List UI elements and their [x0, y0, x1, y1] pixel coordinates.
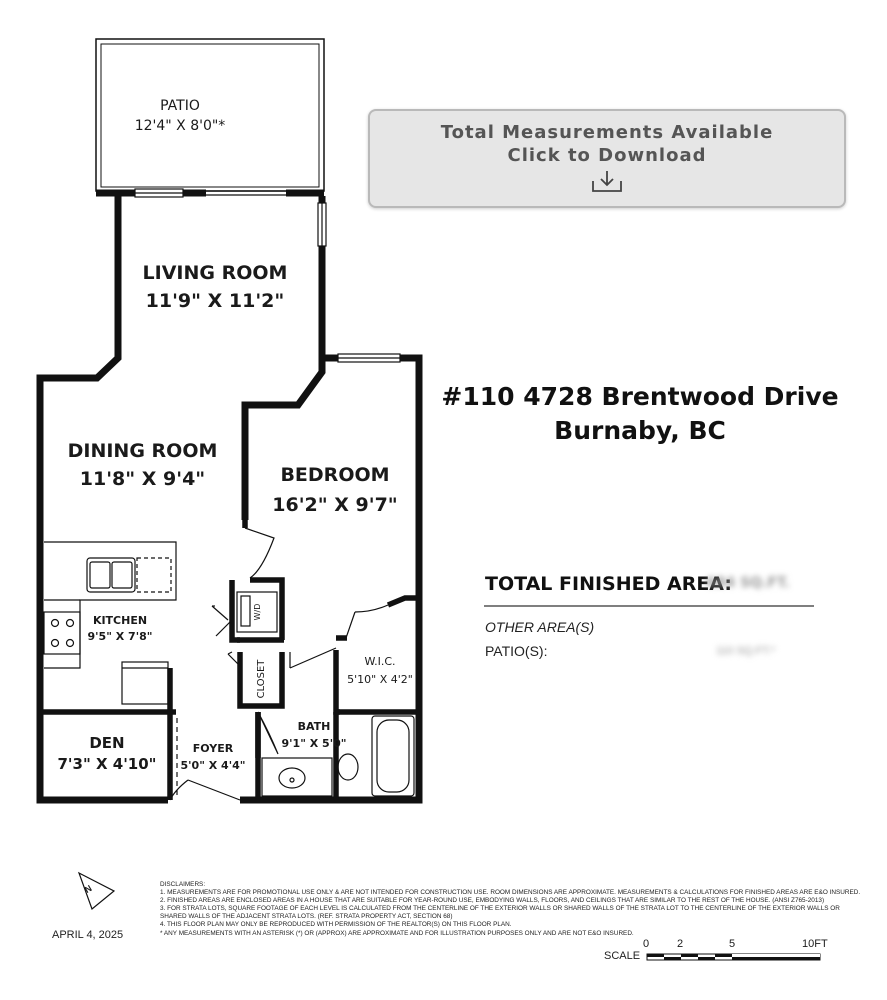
room-living-dims: 11'9" X 11'2" [145, 290, 285, 312]
room-bath-dims: 9'1" X 5'0" [281, 737, 347, 750]
room-kitchen-name: KITCHEN [92, 614, 148, 627]
room-foyer-name: FOYER [192, 742, 234, 755]
scale-tick: 5 [729, 938, 736, 950]
room-bedroom: BEDROOM 16'2" X 9'7" [260, 460, 410, 520]
bath-fixtures [261, 715, 415, 797]
download-icon [592, 171, 622, 192]
room-den-name: DEN [89, 734, 125, 752]
den-opening [169, 718, 178, 798]
patio-area-value: 110 SQ.FT.* [716, 645, 776, 657]
room-foyer: FOYER 5'0" X 4'4" [178, 740, 248, 774]
download-line1: Total Measurements Available [440, 122, 774, 143]
disclaimer-item: 1. MEASUREMENTS ARE FOR PROMOTIONAL USE … [160, 889, 861, 897]
total-area-value: 684 SQ.FT. [706, 575, 790, 591]
north-arrow-icon [77, 871, 116, 911]
kitchen-counters [43, 541, 177, 705]
patio-area-label: PATIO(S): [485, 643, 548, 659]
disclaimer-title: DISCLAIMERS: [160, 881, 206, 888]
washer-dryer [236, 591, 278, 633]
scale-tick: 10FT [802, 938, 828, 950]
room-living-name: LIVING ROOM [142, 262, 288, 284]
doors [169, 527, 389, 801]
total-area-label: TOTAL FINISHED AREA: [485, 573, 732, 595]
windows [134, 188, 401, 363]
room-closet-name: CLOSET [256, 659, 267, 699]
room-wic: W.I.C. 5'10" X 4'2" [338, 653, 422, 689]
scale-label: SCALE [604, 950, 641, 962]
room-bedroom-dims: 16'2" X 9'7" [272, 494, 398, 516]
room-den-dims: 7'3" X 4'10" [57, 755, 157, 773]
disclaimer-item: SHARED WALLS OF THE ADJACENT STRATA LOTS… [160, 913, 453, 921]
download-measurements-button[interactable]: Total Measurements Available Click to Do… [368, 109, 846, 208]
disclaimer-item: 3. FOR STRATA LOTS, SQUARE FOOTAGE OF EA… [160, 905, 840, 913]
room-foyer-dims: 5'0" X 4'4" [180, 759, 246, 772]
disclaimer-item: 4. THIS FLOOR PLAN MAY ONLY BE REPRODUCE… [160, 921, 512, 929]
address-line2: Burnaby, BC [554, 416, 726, 445]
room-dining-dims: 11'8" X 9'4" [79, 468, 206, 490]
washer-dryer-label: W/D [253, 603, 262, 621]
room-patio-dims: 12'4" X 8'0"* [134, 118, 226, 134]
room-dining-name: DINING ROOM [67, 440, 218, 462]
room-wic-name: W.I.C. [364, 655, 396, 668]
disclaimer-item: * ANY MEASUREMENTS WITH AN ASTERISK (*) … [160, 929, 634, 937]
scale-bar [646, 953, 821, 961]
room-wic-dims: 5'10" X 4'2" [347, 673, 413, 686]
disclaimers: DISCLAIMERS: 1. MEASUREMENTS ARE FOR PRO… [160, 881, 861, 938]
room-kitchen-dims: 9'5" X 7'8" [87, 630, 153, 643]
other-areas-label: OTHER AREA(S) [485, 619, 595, 635]
room-den: DEN 7'3" X 4'10" [52, 733, 162, 775]
room-patio-name: PATIO [160, 98, 200, 114]
room-living: LIVING ROOM 11'9" X 11'2" [130, 259, 300, 315]
sliding-door [206, 190, 286, 196]
room-kitchen: KITCHEN 9'5" X 7'8" [80, 613, 160, 645]
scale-tick: 0 [643, 938, 650, 950]
scale-tick: 2 [677, 938, 684, 950]
address-line1: #110 4728 Brentwood Drive [441, 382, 839, 411]
room-bedroom-name: BEDROOM [280, 464, 390, 486]
interior-walls [40, 520, 419, 800]
download-line2: Click to Download [507, 145, 707, 166]
plan-date: APRIL 4, 2025 [52, 929, 124, 941]
room-bath-name: BATH [297, 720, 331, 733]
room-bath: BATH 9'1" X 5'0" [278, 718, 350, 752]
exterior-walls [36, 189, 423, 804]
disclaimer-item: 2. FINISHED AREAS ARE ENCLOSED AREAS IN … [160, 897, 825, 905]
room-patio: PATIO 12'4" X 8'0"* [120, 96, 240, 136]
room-dining: DINING ROOM 11'8" X 9'4" [55, 437, 230, 493]
